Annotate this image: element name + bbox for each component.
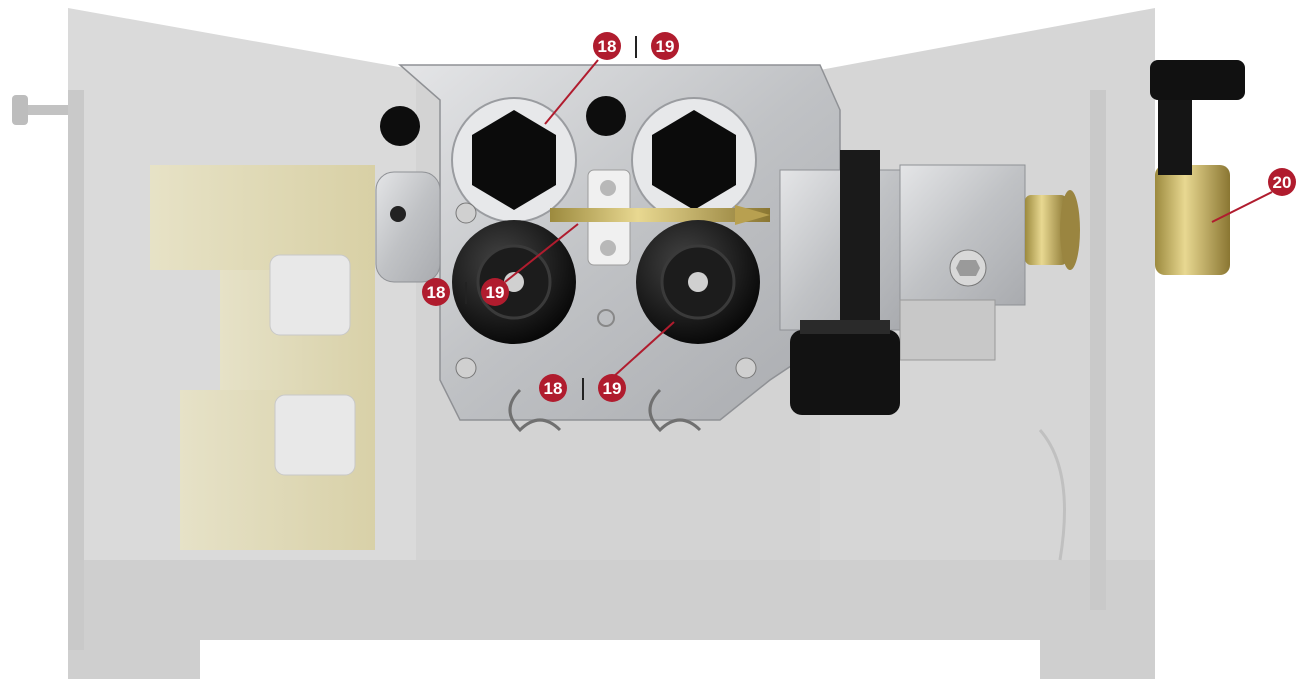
badge-mid-18: [422, 278, 450, 306]
wire-guide: [375, 171, 770, 283]
label-bottom-19: 19: [603, 379, 622, 398]
callout-mid-left: 18 19: [422, 223, 579, 306]
label-mid-19: 19: [486, 283, 505, 302]
label-right-20: 20: [1273, 173, 1292, 192]
side-screw: [12, 95, 68, 125]
badge-right-20: [1268, 168, 1296, 196]
label-mid-18: 18: [427, 283, 446, 302]
tension-arm: [779, 150, 1026, 415]
leader-line-mid: [504, 223, 579, 283]
callout-bottom: 18 19: [539, 321, 675, 402]
badge-top-19: [651, 32, 679, 60]
badge-bottom-18: [539, 374, 567, 402]
leader-line-right: [1211, 191, 1273, 223]
left-connector-blocks: [150, 165, 375, 550]
callout-top: 18 19: [544, 32, 679, 125]
badge-top-18: [593, 32, 621, 60]
label-bottom-18: 18: [544, 379, 563, 398]
badge-mid-19: [481, 278, 509, 306]
label-top-19: 19: [656, 37, 675, 56]
badge-bottom-19: [598, 374, 626, 402]
leader-line-bottom: [611, 321, 675, 379]
leader-line-top: [544, 59, 599, 125]
label-top-18: 18: [598, 37, 617, 56]
callout-right: 20: [1211, 168, 1296, 223]
brass-connector: [1025, 60, 1245, 275]
